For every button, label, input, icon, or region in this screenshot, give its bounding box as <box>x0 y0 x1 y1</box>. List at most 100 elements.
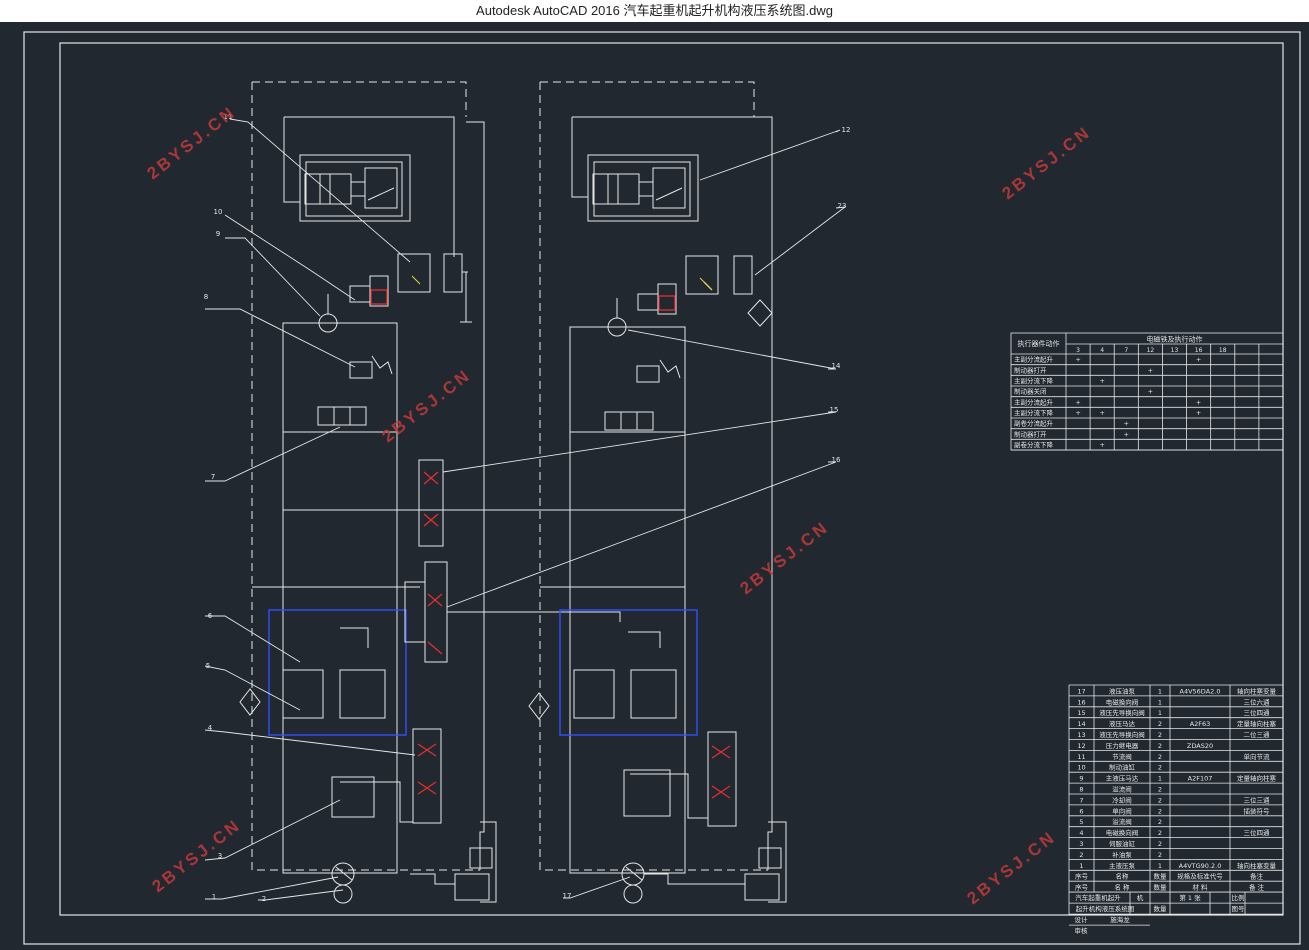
balloon-9: 9 <box>216 230 220 238</box>
parts-cell: 单向节流 <box>1244 752 1271 761</box>
parts-cell: 2 <box>1079 851 1083 859</box>
parts-cell: 液压先导换向阀 <box>1099 708 1145 717</box>
parts-cell: ZDAS20 <box>1187 742 1213 750</box>
balloon-14: 14 <box>832 362 841 370</box>
action-mark: + <box>1075 409 1080 417</box>
parts-cell: 2 <box>1158 786 1162 794</box>
parts-cell: 材 料 <box>1192 883 1208 892</box>
action-mark: + <box>1075 356 1080 364</box>
parts-cell: 1 <box>1158 709 1162 717</box>
parts-cell: 轴向柱塞变量 <box>1237 861 1277 870</box>
watermark-text: 2BYSJ.CN <box>964 827 1060 908</box>
tb-ji: 机 <box>1137 893 1144 902</box>
parts-cell: 液压油泵 <box>1109 686 1136 695</box>
parts-cell: 二位三通 <box>1244 730 1271 739</box>
parts-cell: 10 <box>1077 764 1085 772</box>
balloon-15: 15 <box>830 406 839 414</box>
balloon-3: 3 <box>218 852 222 860</box>
parts-cell: 1 <box>1158 698 1162 706</box>
parts-cell: 液压先导换向阀 <box>1099 730 1145 739</box>
tb-review: 审核 <box>1075 926 1089 935</box>
action-mark: + <box>1075 398 1080 406</box>
parts-cell: 三位三通 <box>1244 795 1271 804</box>
parts-cell: A4VTG90.2.0 <box>1179 862 1222 870</box>
parts-cell: 15 <box>1077 709 1085 717</box>
action-table-row-1: 制动器打开 <box>1014 365 1047 374</box>
parts-cell: 三位四通 <box>1244 828 1271 837</box>
parts-cell: 2 <box>1158 731 1162 739</box>
parts-cell: 16 <box>1077 698 1085 706</box>
action-table-row-8: 副卷分流下降 <box>1014 440 1054 449</box>
parts-cell: 电磁换向阀 <box>1106 697 1139 706</box>
action-mark: + <box>1148 366 1153 374</box>
watermark-text: 2BYSJ.CN <box>999 122 1095 203</box>
parts-cell: 制动油缸 <box>1109 763 1136 772</box>
parts-cell: 2 <box>1158 840 1162 848</box>
parts-cell: 三位四通 <box>1244 708 1271 717</box>
action-mark: + <box>1099 441 1104 449</box>
balloon-10: 10 <box>214 208 223 216</box>
parts-cell: 名 称 <box>1114 883 1130 892</box>
parts-cell: 9 <box>1079 775 1083 783</box>
parts-cell: 溢流阀 <box>1112 817 1132 826</box>
balloon-23: 23 <box>838 202 847 210</box>
action-table-row-2: 主副分流下降 <box>1014 376 1054 385</box>
tb-design: 设计 <box>1075 915 1089 924</box>
circuit-lines <box>239 81 787 904</box>
tb-drawing-name: 汽车起重机起升 <box>1075 893 1121 902</box>
parts-cell: 2 <box>1158 742 1162 750</box>
parts-cell: 冷却阀 <box>1112 795 1132 804</box>
action-mark: + <box>1148 388 1153 396</box>
parts-cell: 三位六通 <box>1244 697 1271 706</box>
action-table-col-5: 16 <box>1195 347 1203 354</box>
parts-cell: 1 <box>1158 687 1162 695</box>
action-table-row-5: 主副分流下降 <box>1014 408 1054 417</box>
balloon-6: 6 <box>208 612 213 620</box>
balloon-16: 16 <box>832 456 841 464</box>
parts-cell: 插装符号 <box>1244 806 1271 815</box>
tb-no: 图号 <box>1232 905 1246 913</box>
action-mark: + <box>1099 377 1104 385</box>
parts-cell: 5 <box>1079 818 1083 826</box>
parts-cell: 8 <box>1079 786 1083 794</box>
parts-cell: 压力继电器 <box>1106 741 1139 750</box>
action-mark: + <box>1124 420 1129 428</box>
action-table-row-4: 主副分流起升 <box>1014 397 1054 406</box>
watermark-text: 2BYSJ.CN <box>144 102 240 183</box>
parts-cell: 2 <box>1158 764 1162 772</box>
parts-cell: 2 <box>1158 851 1162 859</box>
parts-cell: 12 <box>1077 742 1085 750</box>
tb-drawing-name2: 起升机构液压系统图 <box>1076 904 1135 913</box>
parts-cell: 2 <box>1158 807 1162 815</box>
action-mark: + <box>1196 398 1201 406</box>
balloon-4: 4 <box>208 724 213 732</box>
action-table-col-4: 13 <box>1171 347 1179 354</box>
parts-cell: 6 <box>1079 807 1083 815</box>
parts-cell: A4V56DA2.0 <box>1180 687 1221 695</box>
action-mark: + <box>1196 356 1201 364</box>
action-table-col-3: 12 <box>1147 347 1155 354</box>
parts-cell: 溢流阀 <box>1112 785 1132 794</box>
tb-sheet: 第 1 张 <box>1179 893 1201 902</box>
parts-cell: 数量 <box>1154 872 1168 881</box>
parts-cell: 1 <box>1158 775 1162 783</box>
parts-cell: 定量轴向柱塞 <box>1237 719 1277 728</box>
action-table-col-0: 3 <box>1076 347 1080 354</box>
window-title: Autodesk AutoCAD 2016 汽车起重机起升机构液压系统图.dwg <box>0 0 1309 22</box>
parts-cell: 主液压泵 <box>1109 861 1136 870</box>
parts-cell: 轴向柱塞变量 <box>1237 686 1277 695</box>
balloon-11: 11 <box>224 113 233 121</box>
balloon-7: 7 <box>211 473 215 481</box>
action-table-col-2: 7 <box>1124 347 1128 354</box>
inner-frame <box>59 42 1284 916</box>
action-table-title: 电磁铁及执行动作 <box>1147 335 1203 344</box>
parts-cell: 4 <box>1079 829 1083 837</box>
parts-cell: 2 <box>1158 818 1162 826</box>
balloon-1: 1 <box>212 893 216 901</box>
